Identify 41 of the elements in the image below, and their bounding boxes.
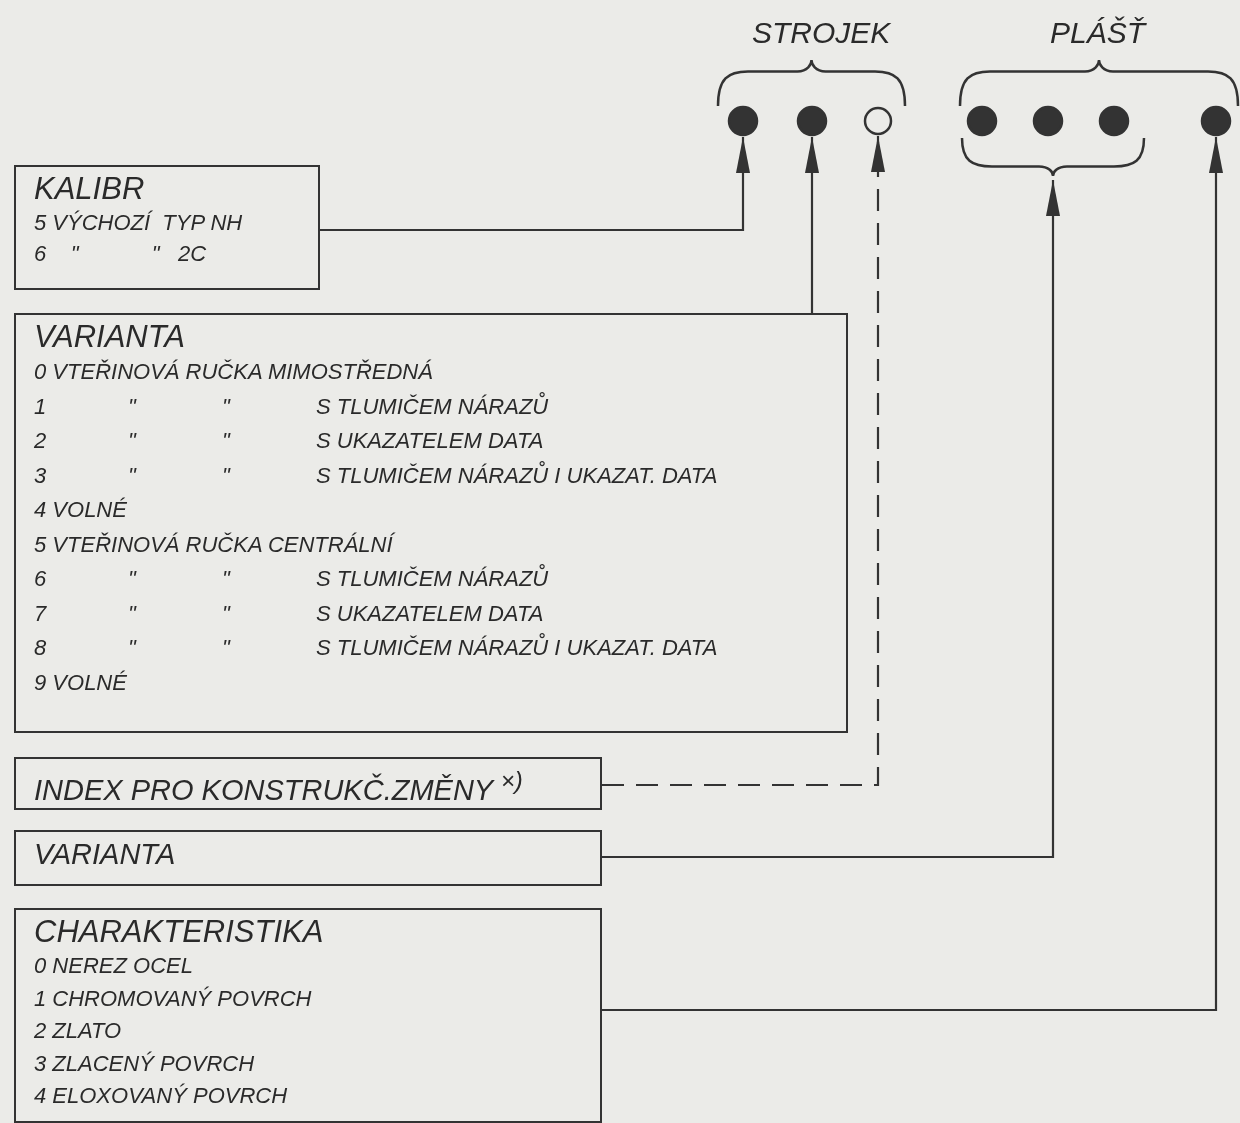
list-item: 0 NEREZ OCEL [34,952,193,980]
filled-dot [1032,105,1064,137]
list-item: 9 VOLNÉ [34,668,127,697]
list-item: 0 VTEŘINOVÁ RUČKA MIMOSTŘEDNÁ [34,358,433,386]
text-box [14,830,602,886]
curly-brace [960,137,1146,178]
list-item: 8 " " S TLUMIČEM NÁRAZŮ I UKAZAT. DATA [34,632,718,662]
filled-dot [796,105,828,137]
text-box [14,757,602,810]
arrow [602,136,885,787]
group-label: PLÁŠŤ [1050,16,1146,50]
box-heading: KALIBR [34,171,145,207]
box-heading: CHARAKTERISTIKA [34,914,324,950]
arrow [602,137,1223,1012]
box-heading: INDEX PRO KONSTRUKČ.ZMĚNY $^{×)}$ [34,766,523,808]
list-item: 4 ELOXOVANÝ POVRCH [34,1082,288,1110]
box-heading: VARIANTA [34,837,176,872]
open-dot [863,106,893,136]
list-item: 6 " " 2C [34,240,207,268]
filled-dot [727,105,759,137]
group-label: STROJEK [752,16,891,50]
list-item: 4 VOLNÉ [34,496,127,524]
list-item: 2 ZLATO [34,1017,122,1045]
list-item: 1 " " S TLUMIČEM NÁRAZŮ [34,391,549,421]
list-item: 6 " " S TLUMIČEM NÁRAZŮ [34,563,549,593]
text-box [14,165,320,290]
list-item: 1 CHROMOVANÝ POVRCH [34,984,312,1013]
filled-dot [1200,105,1232,137]
list-item: 3 ZLACENÝ POVRCH [34,1049,255,1078]
filled-dot [1098,105,1130,137]
box-heading: VARIANTA [34,319,186,355]
list-item: 5 VÝCHOZÍ TYP NH [34,209,243,237]
list-item: 7 " " S UKAZATELEM DATA [34,599,544,628]
text-box [14,313,848,733]
filled-dot [966,105,998,137]
arrow [602,180,1060,859]
arrow [805,137,819,313]
arrow [320,137,750,232]
list-item: 2 " " S UKAZATELEM DATA [34,427,544,455]
text-box [14,908,602,1123]
list-item: 3 " " S TLUMIČEM NÁRAZŮ I UKAZAT. DATA [34,460,718,490]
